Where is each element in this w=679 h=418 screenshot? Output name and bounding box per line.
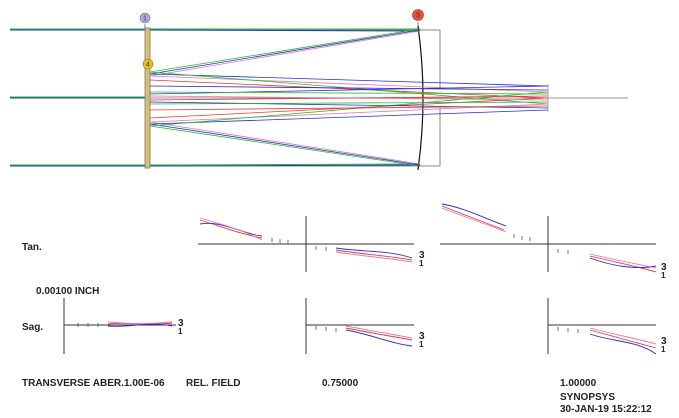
surface-label-1: 1 (143, 16, 147, 23)
incoming-rays (10, 28, 421, 167)
ray-fan (149, 28, 549, 167)
transverse-aber-value: 1.00E-06 (124, 378, 165, 389)
curve-label-1-sag075: 1 (419, 340, 424, 349)
plot-axes (63, 216, 656, 354)
timestamp-label: 30-JAN-19 15:22:12 (560, 404, 652, 415)
aberration-plots: Tan. Sag. 0.00100 INCH (22, 203, 667, 355)
curve-label-3-sag100: 3 (661, 336, 667, 347)
curves-sag-075 (315, 325, 413, 347)
lens-layout: 1 3 4 (10, 9, 628, 171)
tan-label: Tan. (22, 242, 42, 253)
curve-id-labels: 3 1 3 1 3 1 3 1 3 1 (178, 250, 667, 354)
brand-label: SYNOPSYS (560, 392, 615, 403)
curve-label-1-sag000: 1 (178, 327, 183, 336)
curve-label-1-sag100: 1 (661, 345, 666, 354)
primary-mirror (417, 25, 424, 171)
curve-label-3-tan075: 3 (419, 250, 425, 261)
curves-sag-000 (77, 321, 173, 327)
surface-badge-4[interactable]: 4 (142, 58, 154, 70)
footer: TRANSVERSE ABER. 1.00E-06 REL. FIELD 0.7… (22, 378, 652, 415)
surface-label-3: 3 (416, 13, 420, 20)
secondary-element (144, 27, 151, 169)
sag-label: Sag. (22, 322, 43, 333)
curve-label-3-tan100: 3 (661, 262, 667, 273)
surface-badge-3[interactable]: 3 (412, 9, 424, 27)
rel-field-075: 0.75000 (322, 378, 359, 389)
rel-field-label: REL. FIELD (186, 378, 240, 389)
surface-badge-1[interactable]: 1 (139, 12, 151, 28)
scale-label: 0.00100 INCH (36, 286, 99, 297)
curve-label-1-tan100: 1 (661, 271, 666, 280)
curves-tan-100 (441, 203, 657, 273)
transverse-aber-label: TRANSVERSE ABER. (22, 378, 124, 389)
rel-field-100: 1.00000 (560, 378, 597, 389)
curve-label-3-sag000: 3 (178, 318, 184, 329)
curves-tan-075 (199, 217, 413, 263)
curves-sag-100 (557, 327, 657, 355)
curve-label-3-sag075: 3 (419, 331, 425, 342)
curve-label-1-tan075: 1 (419, 259, 424, 268)
surface-label-4: 4 (146, 62, 150, 69)
